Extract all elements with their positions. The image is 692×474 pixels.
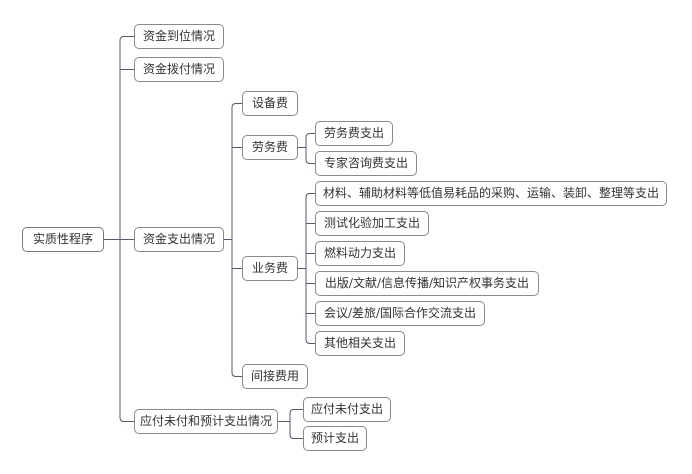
node-indirect-fee[interactable]: 间接费用: [242, 364, 308, 389]
node-publication-ip-expense[interactable]: 出版/文献/信息传播/知识产权事务支出: [315, 271, 539, 296]
root-bracket-link-3: [119, 417, 134, 422]
node-fuel-power-expense[interactable]: 燃料动力支出: [315, 241, 405, 266]
node-meeting-travel-expense[interactable]: 会议/差旅/国际合作交流支出: [315, 301, 485, 326]
expenditure-bracket-link-0: [231, 103, 242, 108]
node-business-fee[interactable]: 业务费: [242, 256, 298, 281]
labor-bracket-link-1: [305, 159, 315, 164]
node-expert-consult-expense[interactable]: 专家咨询费支出: [315, 151, 417, 176]
payable-bracket-link-0: [289, 409, 303, 414]
business-bracket-link-0: [305, 193, 315, 198]
node-equipment-fee[interactable]: 设备费: [242, 91, 298, 116]
labor-bracket-link-0: [305, 133, 315, 138]
node-materials-expense[interactable]: 材料、辅助材料等低值易耗品的采购、运输、装卸、整理等支出: [315, 181, 667, 206]
payable-bracket-link-1: [289, 434, 303, 439]
node-payable-estimated[interactable]: 应付未付和预计支出情况: [134, 409, 278, 434]
node-testing-expense[interactable]: 测试化验加工支出: [315, 211, 429, 236]
node-payable-expense[interactable]: 应付未付支出: [303, 397, 391, 422]
expenditure-bracket-link-3: [231, 372, 242, 377]
node-labor-fee[interactable]: 劳务费: [242, 135, 298, 160]
node-other-expense[interactable]: 其他相关支出: [315, 331, 405, 356]
root-bracket-link-0: [119, 36, 134, 41]
node-fund-allocation[interactable]: 资金拨付情况: [134, 57, 224, 82]
business-bracket-link-5: [305, 339, 315, 344]
root-node[interactable]: 实质性程序: [22, 227, 104, 252]
node-estimated-expense[interactable]: 预计支出: [303, 426, 367, 451]
node-fund-arrival[interactable]: 资金到位情况: [134, 24, 224, 49]
node-fund-expenditure[interactable]: 资金支出情况: [134, 227, 224, 252]
node-labor-expense[interactable]: 劳务费支出: [315, 121, 393, 146]
